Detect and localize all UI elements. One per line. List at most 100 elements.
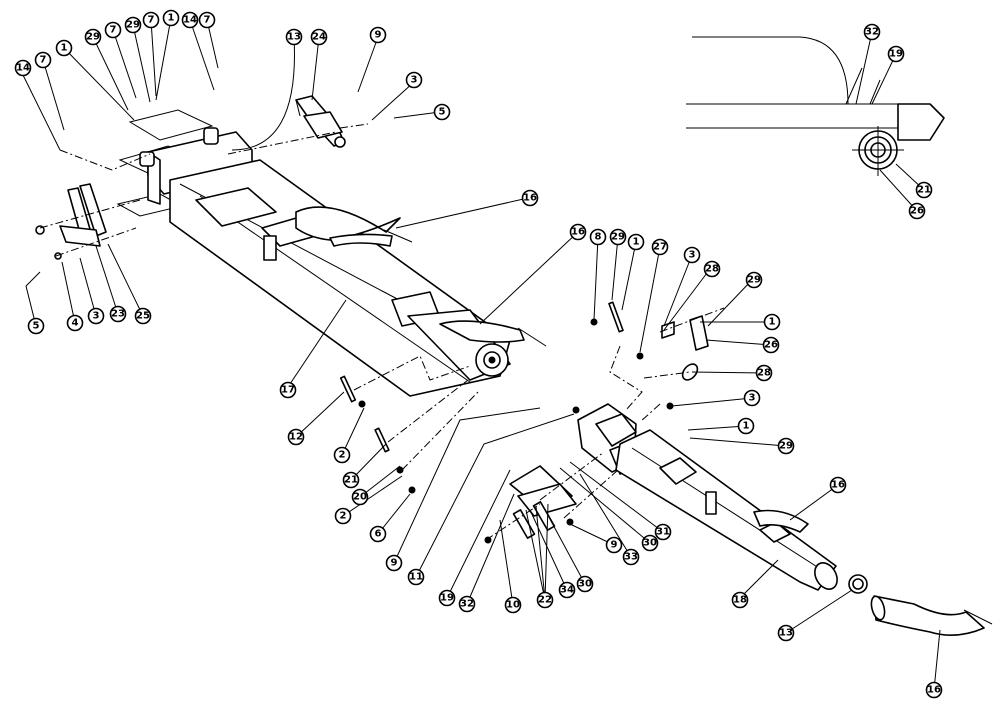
svg-text:3: 3	[411, 75, 418, 86]
callout: 1	[763, 313, 781, 331]
svg-text:16: 16	[927, 685, 941, 696]
callout: 13	[777, 624, 795, 642]
callout: 26	[908, 202, 926, 220]
svg-text:32: 32	[460, 599, 474, 610]
svg-text:7: 7	[204, 15, 211, 26]
callout: 14	[14, 59, 32, 77]
svg-text:27: 27	[653, 242, 667, 253]
svg-text:3: 3	[93, 311, 100, 322]
svg-text:31: 31	[656, 527, 670, 538]
svg-text:33: 33	[624, 552, 638, 563]
callout: 19	[438, 589, 456, 607]
svg-text:1: 1	[168, 13, 175, 24]
callout: 5	[27, 317, 45, 335]
svg-text:2: 2	[340, 511, 347, 522]
callout: 16	[829, 476, 847, 494]
svg-text:21: 21	[917, 185, 931, 196]
svg-text:9: 9	[611, 540, 618, 551]
svg-text:5: 5	[439, 107, 446, 118]
callout: 26	[762, 336, 780, 354]
svg-text:19: 19	[440, 593, 454, 604]
hardware-right	[590, 301, 709, 410]
svg-text:6: 6	[375, 529, 382, 540]
bracket-24	[295, 95, 346, 148]
callout: 21	[915, 181, 933, 199]
callout: 3	[405, 71, 423, 89]
svg-text:28: 28	[705, 264, 719, 275]
callout: 13	[285, 28, 303, 46]
svg-text:25: 25	[136, 311, 150, 322]
callout: 29	[84, 28, 102, 46]
callout: 29	[777, 437, 795, 455]
callout: 16	[521, 189, 539, 207]
hardware-center	[339, 375, 416, 494]
svg-text:1: 1	[769, 317, 776, 328]
callout: 12	[287, 428, 305, 446]
svg-text:4: 4	[72, 318, 79, 329]
callout: 32	[863, 23, 881, 41]
svg-text:29: 29	[126, 20, 140, 31]
callout: 16	[569, 223, 587, 241]
upper-boom	[116, 109, 547, 397]
callout: 3	[87, 307, 105, 325]
callout: 23	[109, 305, 127, 323]
callout: 29	[609, 228, 627, 246]
callout: 32	[458, 595, 476, 613]
svg-text:22: 22	[538, 595, 552, 606]
svg-text:32: 32	[865, 27, 879, 38]
svg-text:30: 30	[643, 538, 657, 549]
callout: 3	[743, 389, 761, 407]
svg-text:1: 1	[61, 43, 68, 54]
svg-text:14: 14	[183, 15, 197, 26]
callout: 30	[641, 534, 659, 552]
svg-text:10: 10	[506, 600, 520, 611]
svg-text:30: 30	[578, 579, 592, 590]
callout: 3	[683, 246, 701, 264]
callout: 7	[34, 51, 52, 69]
svg-text:7: 7	[148, 15, 155, 26]
callout: 7	[142, 11, 160, 29]
callout: 29	[745, 271, 763, 289]
callout: 28	[755, 364, 773, 382]
callout: 1	[162, 9, 180, 27]
callouts: 14 7 1 29 7 29 7 1 14 14 7 13 24 9 3 5 1…	[14, 9, 943, 699]
callout: 29	[124, 16, 142, 34]
callout: 2	[334, 507, 352, 525]
callout: 14	[181, 11, 199, 29]
callout: 28	[703, 260, 721, 278]
svg-text:9: 9	[375, 30, 382, 41]
callout: 7	[104, 21, 122, 39]
svg-text:19: 19	[889, 49, 903, 60]
callout: 30	[576, 575, 594, 593]
svg-text:18: 18	[733, 595, 747, 606]
svg-text:13: 13	[779, 628, 793, 639]
callout: 8	[589, 228, 607, 246]
svg-text:13: 13	[287, 32, 301, 43]
callout: 6	[369, 525, 387, 543]
svg-text:3: 3	[749, 393, 756, 404]
svg-text:20: 20	[353, 492, 367, 503]
callout: 5	[433, 103, 451, 121]
svg-text:29: 29	[86, 32, 100, 43]
callout: 10	[504, 596, 522, 614]
svg-text:29: 29	[747, 275, 761, 286]
callout: 9	[605, 536, 623, 554]
svg-text:17: 17	[281, 385, 295, 396]
callout: 27	[651, 238, 669, 256]
svg-text:11: 11	[409, 572, 423, 583]
callout: 11	[407, 568, 425, 586]
svg-text:23: 23	[111, 309, 125, 320]
svg-text:16: 16	[831, 480, 845, 491]
svg-text:26: 26	[910, 206, 924, 217]
svg-text:34: 34	[560, 585, 574, 596]
assembly-lines	[39, 123, 725, 541]
callout: 7	[198, 11, 216, 29]
callout: 2	[333, 446, 351, 464]
callout: 17	[279, 381, 297, 399]
callout: 25	[134, 307, 152, 325]
svg-text:7: 7	[40, 55, 47, 66]
lower-boom	[484, 403, 993, 636]
svg-text:9: 9	[391, 558, 398, 569]
svg-text:14: 14	[16, 63, 30, 74]
